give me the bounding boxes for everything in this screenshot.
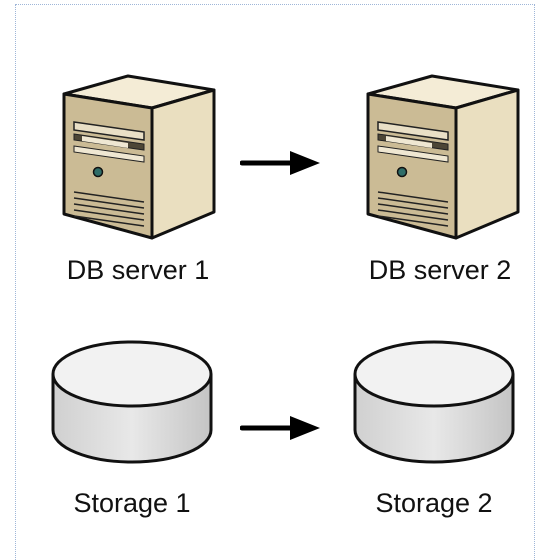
storage-2-icon xyxy=(353,340,515,464)
db-server-2-label: DB server 2 xyxy=(368,255,512,285)
storage-2-label: Storage 2 xyxy=(375,488,493,518)
db-server-1-label: DB server 1 xyxy=(66,255,210,285)
arrow-st1-to-st2 xyxy=(240,416,320,440)
storage-1-icon xyxy=(51,340,213,464)
db-server-1-icon xyxy=(62,74,216,240)
db-server-2-icon xyxy=(366,74,520,240)
diagram-frame xyxy=(15,4,535,560)
arrow-db1-to-db2 xyxy=(240,151,320,175)
storage-1-label: Storage 1 xyxy=(73,488,191,518)
